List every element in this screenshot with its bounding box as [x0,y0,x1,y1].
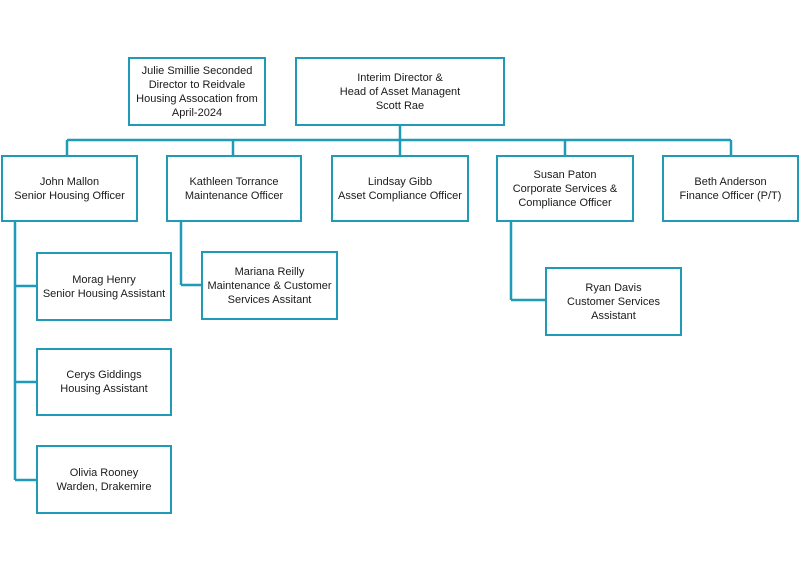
node-line: Director to Reidvale [148,78,246,91]
node-line: Senior Housing Officer [14,189,125,202]
node-line: Scott Rae [375,99,425,112]
node-mariana-reilly: Mariana Reilly Maintenance & Customer Se… [201,251,338,320]
node-line: Customer Services [567,295,660,308]
node-olivia-rooney: Olivia Rooney Warden, Drakemire [36,445,172,514]
node-line: April-2024 [171,106,223,119]
node-interim-director: Interim Director & Head of Asset Managen… [295,57,505,126]
node-cerys-giddings: Cerys Giddings Housing Assistant [36,348,172,416]
node-line: Interim Director & [357,71,443,84]
node-john-mallon: John Mallon Senior Housing Officer [1,155,138,222]
node-line: Cerys Giddings [66,369,142,381]
node-line: Housing Assocation from [136,92,258,105]
node-ryan-davis: Ryan Davis Customer Services Assistant [545,267,682,336]
node-line: Asset Compliance Officer [338,189,462,202]
node-line: Head of Asset Managent [339,85,461,98]
node-line: Beth Anderson [694,175,767,188]
node-line: Services Assitant [227,293,312,306]
node-line: Mariana Reilly [234,265,305,278]
node-seconded-director: Julie Smillie Seconded Director to Reidv… [128,57,266,126]
node-line: Olivia Rooney [69,466,139,479]
node-line: Maintenance & Customer [207,279,332,292]
node-line: Lindsay Gibb [367,175,433,188]
node-lindsay-gibb: Lindsay Gibb Asset Compliance Officer [331,155,469,222]
node-line: John Mallon [39,175,100,188]
node-morag-henry: Morag Henry Senior Housing Assistant [36,252,172,321]
node-line: Ryan Davis [585,281,642,294]
node-susan-paton: Susan Paton Corporate Services & Complia… [496,155,634,222]
node-line: Susan Paton [533,168,597,181]
node-line: Finance Officer (P/T) [679,189,782,202]
node-beth-anderson: Beth Anderson Finance Officer (P/T) [662,155,799,222]
node-kathleen-torrance: Kathleen Torrance Maintenance Officer [166,155,302,222]
node-line: Morag Henry [72,273,136,286]
node-line: Kathleen Torrance [189,175,279,188]
node-line: Julie Smillie Seconded [141,64,253,77]
node-line: Maintenance Officer [184,189,284,202]
node-line: Housing Assistant [60,383,148,395]
node-line: Senior Housing Assistant [42,287,166,300]
node-line: Assistant [591,309,636,322]
node-line: Warden, Drakemire [56,480,152,493]
node-line: Corporate Services & [512,182,618,195]
node-line: Compliance Officer [518,196,612,209]
